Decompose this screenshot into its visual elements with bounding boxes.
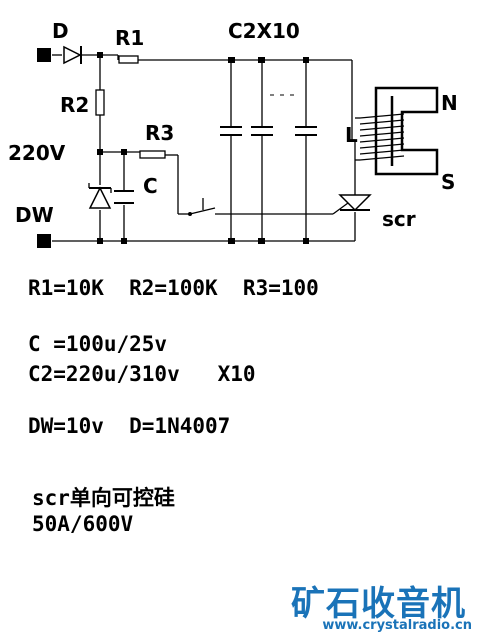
label-n: N [441, 91, 458, 115]
watermark-url: www.crystalradio.cn [322, 618, 472, 633]
watermark-title: 矿石收音机 [291, 584, 466, 624]
label-r2: R2 [60, 93, 89, 117]
label-r3: R3 [145, 121, 174, 145]
spec-capacitor-c: C =100u/25v [28, 332, 168, 356]
label-r1: R1 [115, 26, 144, 50]
label-s: S [441, 170, 455, 194]
label-l: L [345, 123, 358, 147]
label-scr: scr [382, 207, 416, 231]
circuit-schematic: D R1 C2X10 R2 R3 220V C DW L N S scr [8, 19, 458, 248]
label-c2x10: C2X10 [228, 19, 300, 43]
spec-zener-diode: DW=10v D=1N4007 [28, 414, 231, 438]
label-d: D [52, 19, 69, 43]
label-c: C [143, 174, 158, 198]
spec-capacitor-c2: C2=220u/310v X10 [28, 362, 256, 386]
label-dw: DW [15, 203, 54, 227]
label-220v: 220V [8, 141, 66, 165]
spec-scr-rating: 50A/600V [32, 512, 134, 536]
spec-scr-type: scr单向可控硅 [32, 486, 175, 510]
spec-resistors: R1=10K R2=100K R3=100 [28, 276, 319, 300]
